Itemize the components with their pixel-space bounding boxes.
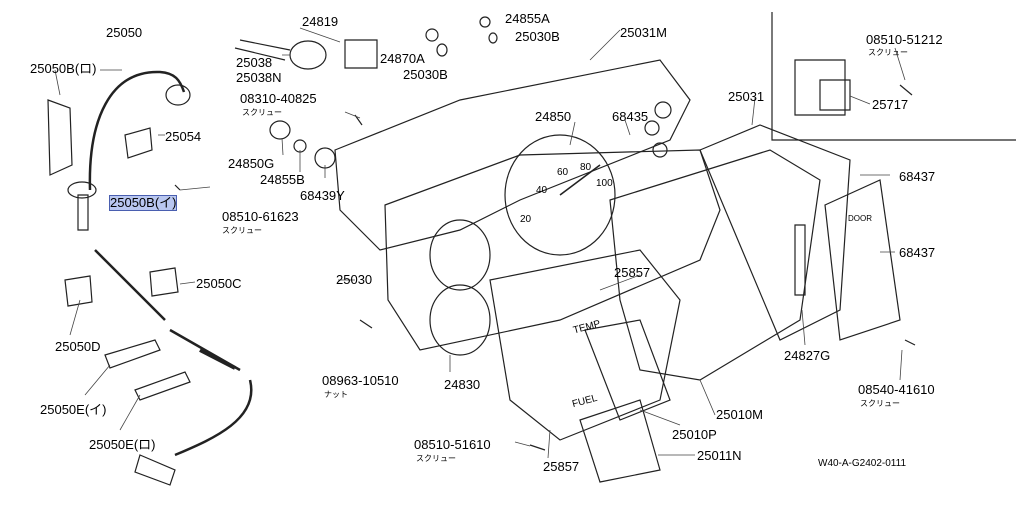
label-68437-2: 68437 [899,245,936,260]
printed-circuit-25031m [335,60,690,250]
label-08310-40825: 08310-40825 [240,91,317,106]
label-25010p: 25010P [672,427,717,442]
label-25050d: 25050D [55,339,101,354]
sublabel-nut: ナット [324,390,348,399]
sublabel-screw: スクリュー [222,226,262,235]
label-25030: 25030 [336,272,373,287]
label-25050b-ro: 25050B(ロ) [30,61,97,76]
socket-25038 [290,41,326,69]
speedometer-cable [90,72,184,190]
label-25038: 25038 [236,55,273,70]
sublabel-screw: スクリュー [868,48,908,57]
label-24830: 24830 [444,377,481,392]
socket-24819 [345,40,377,68]
label-25038n: 25038N [236,70,282,85]
speed-100: 100 [596,178,613,189]
lens-frame-25857 [490,250,680,440]
visor-25010p [585,320,670,420]
holder-25050e-i [105,340,160,368]
cover-25031 [700,125,850,340]
speed-40: 40 [536,185,548,196]
clip-bracket [48,100,72,175]
label-25030b-2: 25030B [403,67,448,82]
label-68437-1: 68437 [899,169,936,184]
label-25031: 25031 [728,89,765,104]
sublabel-screw: スクリュー [416,454,456,463]
label-24850g: 24850G [228,156,275,171]
cable-fitting [166,85,190,105]
sublabel-screw: スクリュー [242,108,282,117]
bracket-25054 [125,128,152,158]
speed-20: 20 [520,214,532,225]
label-24850: 24850 [535,109,572,124]
label-25030b-1: 25030B [515,29,560,44]
panel-25011n [580,400,660,482]
label-25010m: 25010M [716,407,763,422]
label-08963-10510: 08963-10510 [322,373,399,388]
label-08540-41610: 08540-41610 [858,382,935,397]
label-08510-51212: 08510-51212 [866,32,943,47]
label-25050c: 25050C [196,276,242,291]
label-24819: 24819 [302,14,339,29]
label-24870a: 24870A [380,51,425,66]
meter-case-25030 [385,150,720,350]
label-25050e-ro: 25050E(ロ) [89,437,156,452]
warning-panel-68437 [825,180,900,340]
label-25050e-i: 25050E(イ) [40,402,107,417]
cable-lower [95,250,165,320]
label-25717: 25717 [872,97,909,112]
label-25031m: 25031M [620,25,667,40]
label-25857-2: 25857 [543,459,580,474]
switch-25717 [795,60,845,115]
label-25054: 25054 [165,129,202,144]
holder-25050e-ro [135,372,190,400]
gauge-temp-fuel [430,220,490,290]
label-08510-61623: 08510-61623 [222,209,299,224]
bulb-24850g [270,121,290,139]
cable-tip [135,455,175,485]
label-68435: 68435 [612,109,649,124]
speedometer-dial [505,135,615,255]
cable-connector [200,350,235,368]
sublabel-screw: スクリュー [860,399,900,408]
diagram-code: W40-A-G2402-0111 [818,458,907,469]
label-68439y: 68439Y [300,188,345,203]
label-24827g: 24827G [784,348,831,363]
glass-25010m [610,150,820,380]
speed-60: 60 [557,167,569,178]
speed-80: 80 [580,162,592,173]
label-24855a: 24855A [505,11,550,26]
label-25011n: 25011N [697,448,742,463]
clip-25050c [150,268,178,296]
inset-border [772,12,1016,140]
cable-end [170,330,251,455]
label-08510-51610: 08510-51610 [414,437,491,452]
label-25857-1: 25857 [614,265,651,280]
warning-door-text: DOOR [848,214,872,223]
label-25050b-i[interactable]: 25050B(イ) [108,195,178,211]
clip-25050d [65,276,92,306]
label-25050: 25050 [106,25,143,40]
label-24855b: 24855B [260,172,305,187]
